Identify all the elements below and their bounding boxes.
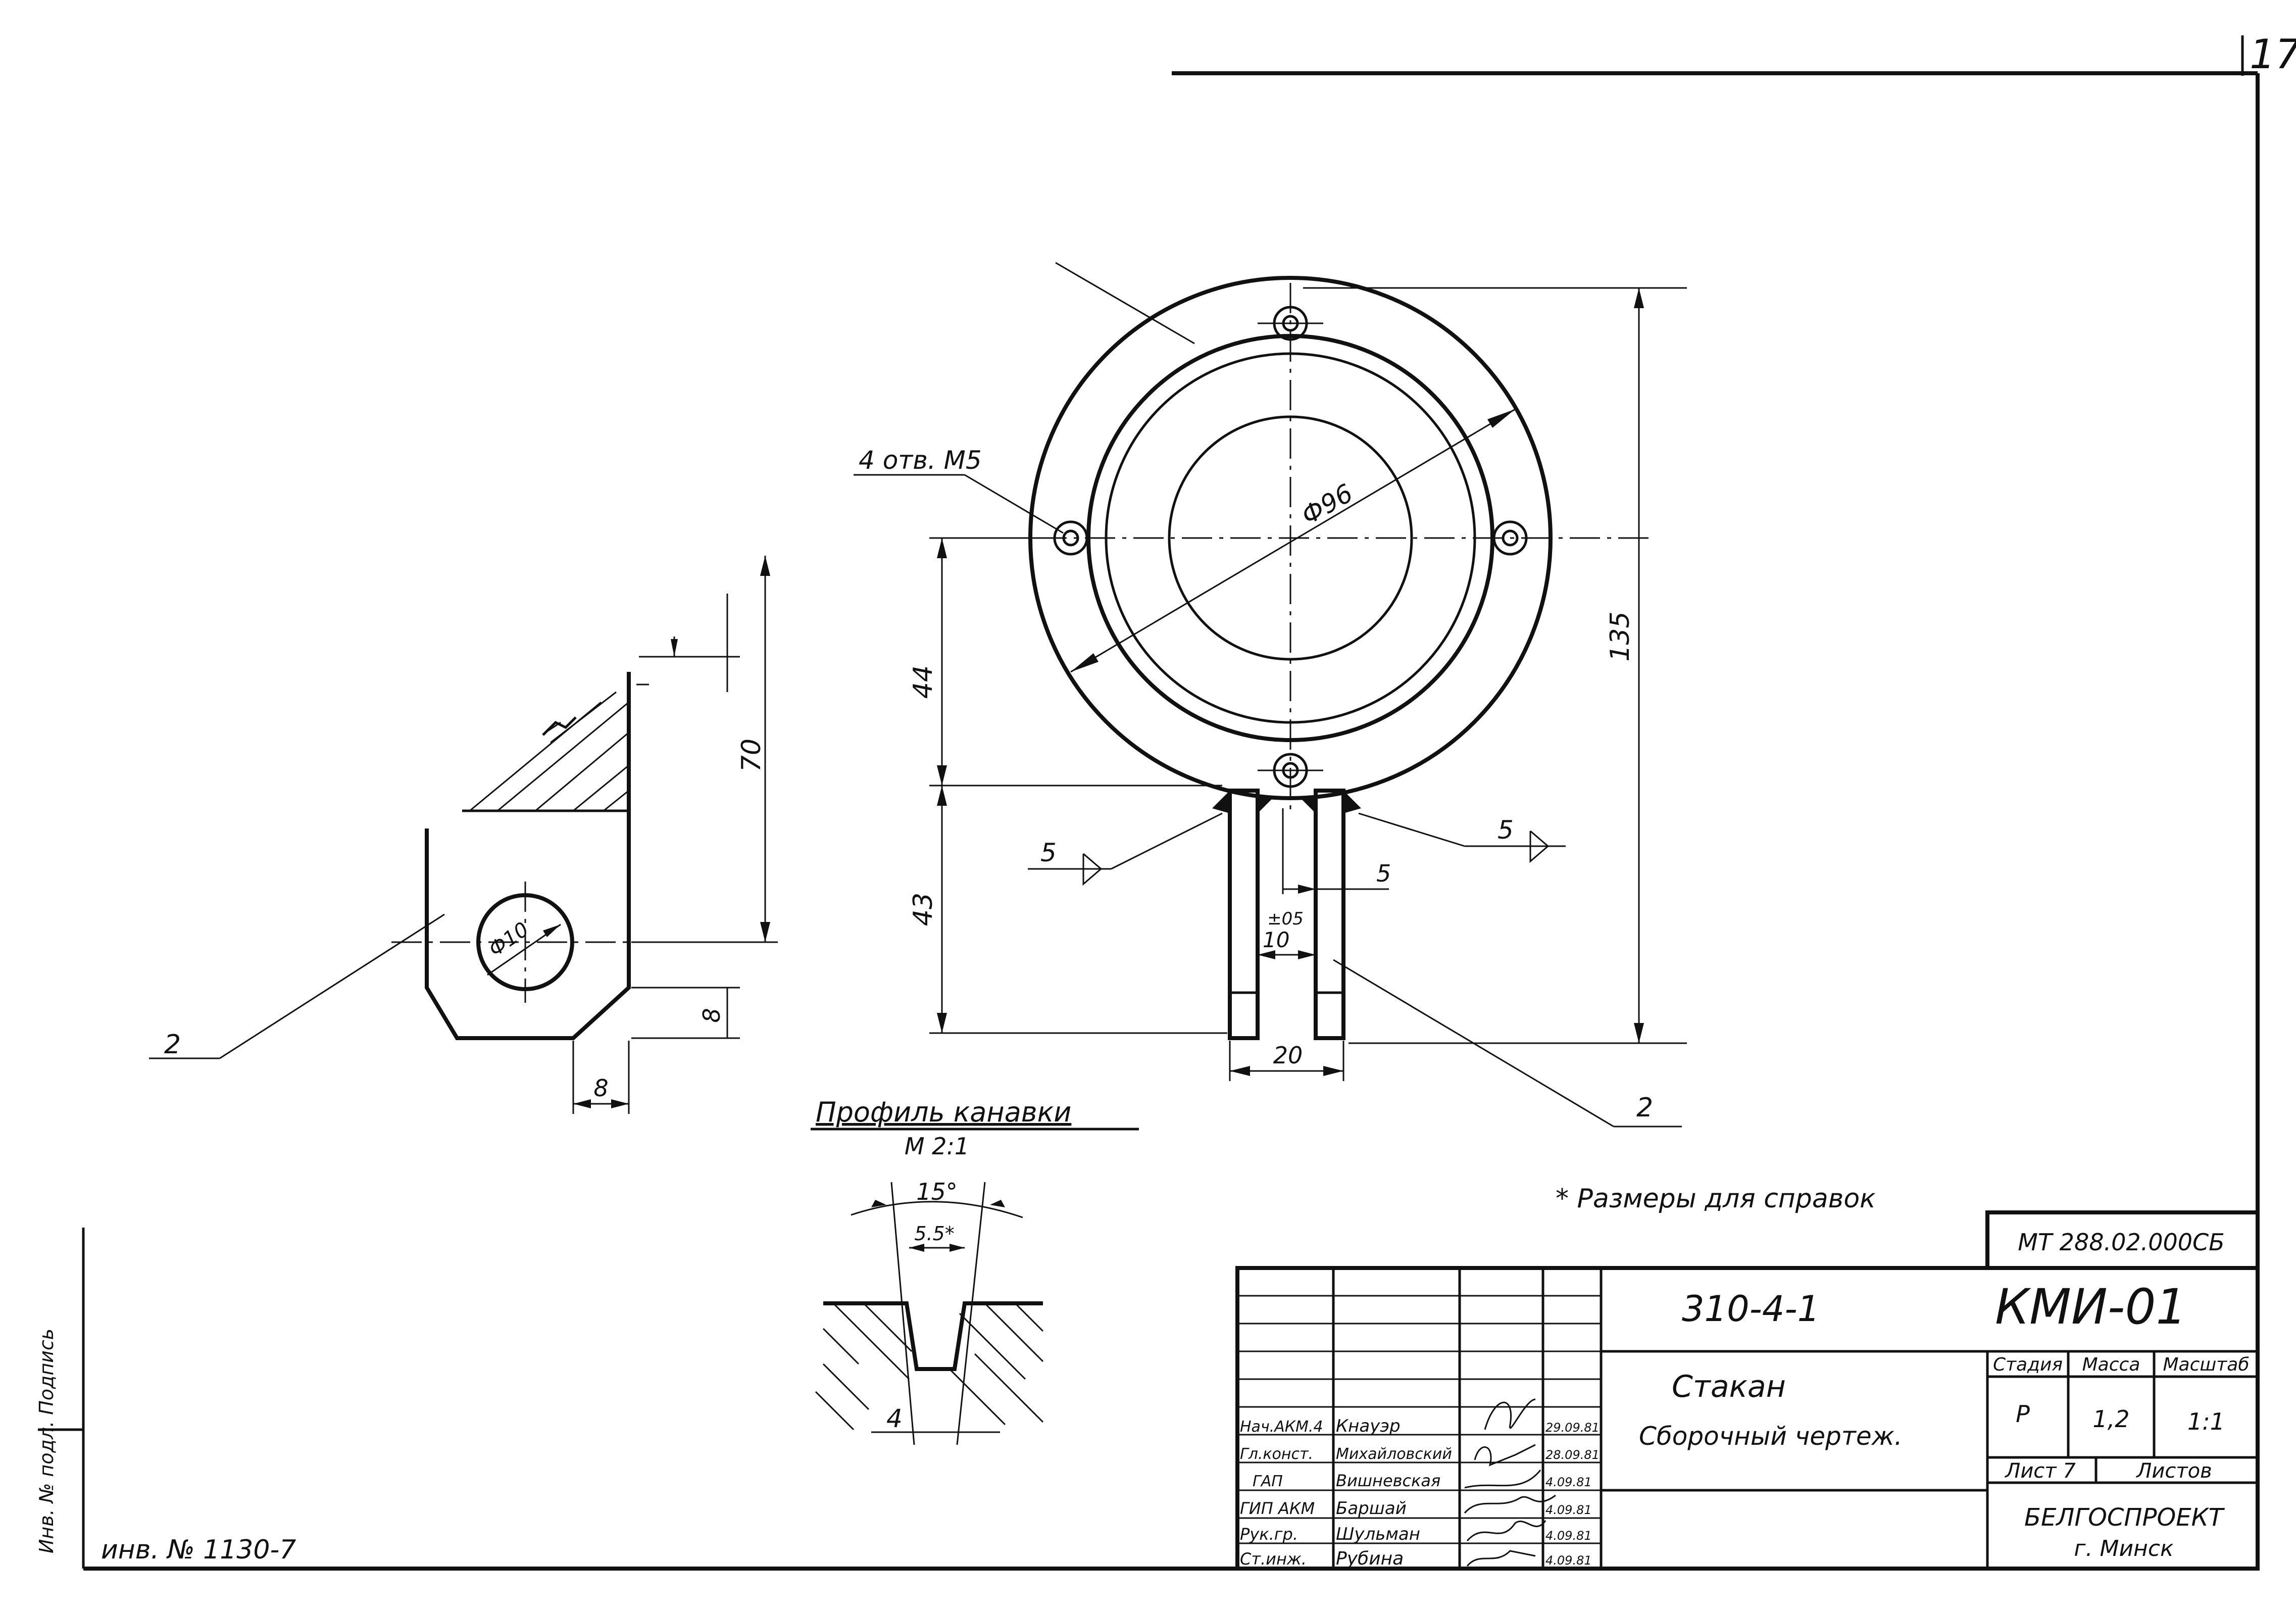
signer-date: 4.09.81 — [1545, 1529, 1592, 1543]
diameter-96-label: Ф96 — [1296, 478, 1358, 531]
tab-plates — [1028, 789, 1682, 1128]
doc-code: МТ 288.02.000СБ — [2018, 1229, 2224, 1256]
signer-name: Рубина — [1336, 1548, 1404, 1569]
tol-05-label: ±05 — [1267, 909, 1304, 929]
sheet-label: Лист 7 — [2004, 1459, 2076, 1483]
designation: КМИ-01 — [1995, 1279, 2187, 1335]
signer-role: ГАП — [1253, 1473, 1283, 1490]
groove-angle: 15° — [916, 1178, 958, 1205]
sheet-frame — [38, 35, 2260, 1571]
signer-date: 28.09.81 — [1545, 1448, 1600, 1462]
groove-width: 5.5* — [914, 1223, 954, 1245]
dim-43-label: 43 — [908, 893, 938, 926]
signer-date: 4.09.81 — [1545, 1553, 1592, 1568]
dim-8-vertical-label: 8 — [698, 1008, 725, 1022]
dim-70-label: 70 — [736, 739, 767, 772]
plate-view — [149, 556, 778, 1114]
signer-date: 4.09.81 — [1545, 1503, 1592, 1517]
title-block — [1235, 1210, 2260, 1571]
signer-name: Михайловский — [1336, 1445, 1452, 1463]
signer-date: 29.09.81 — [1545, 1421, 1600, 1435]
signer-name: Вишневская — [1336, 1471, 1440, 1490]
groove-title: Профиль канавки — [816, 1096, 1071, 1128]
reference-note: * Размеры для справок — [1556, 1184, 1876, 1214]
col-mass: Масса — [2082, 1354, 2140, 1375]
sheet-number: 17 — [2250, 31, 2296, 78]
inventory-number: инв. № 1130-7 — [101, 1535, 296, 1565]
dim-8-horizontal-label: 8 — [593, 1075, 608, 1102]
series: 310-4-1 — [1682, 1288, 1820, 1330]
dim-135-label: 135 — [1605, 611, 1635, 661]
holes-label: 4 отв. M5 — [859, 446, 982, 475]
weld-right-label: 5 — [1498, 815, 1514, 845]
title-name-1: Стакан — [1672, 1369, 1786, 1404]
sheets-label: Листов — [2135, 1459, 2212, 1483]
weld-left-label: 5 — [1040, 838, 1057, 867]
scale-value: 1:1 — [2187, 1408, 2225, 1435]
signer-role: Ст.инж. — [1240, 1549, 1307, 1569]
signatures — [1464, 1398, 1556, 1567]
signer-table: Нач.АКМ.4 Кнауэр 29.09.81 Гл.конст. Миха… — [1240, 1416, 1600, 1569]
dim-5-label: 5 — [1376, 860, 1391, 887]
org-name: БЕЛГОСПРОЕКТ — [2024, 1503, 2225, 1532]
dim-20-label: 20 — [1273, 1042, 1303, 1069]
col-stage: Стадия — [1993, 1354, 2063, 1375]
col-scale: Масштаб — [2163, 1354, 2249, 1375]
main-dimensions — [929, 287, 1687, 1044]
signer-name: Баршай — [1336, 1498, 1407, 1519]
part-2-right-label: 2 — [1636, 1093, 1653, 1123]
signer-name: Шульман — [1336, 1524, 1420, 1544]
part-2-left-label: 2 — [164, 1030, 181, 1060]
mass-value: 1,2 — [2092, 1405, 2129, 1433]
signer-role: ГИП АКМ — [1240, 1499, 1315, 1518]
signer-role: Рук.гр. — [1240, 1525, 1298, 1544]
stage-value: Р — [2016, 1400, 2030, 1428]
groove-depth: 4 — [886, 1404, 903, 1433]
dim-44-label: 44 — [908, 665, 938, 699]
side-stamp: Инв. № подл. Подпись — [35, 1329, 58, 1553]
signer-role: Нач.АКМ.4 — [1240, 1418, 1323, 1436]
signer-name: Кнауэр — [1336, 1416, 1401, 1436]
signer-role: Гл.конст. — [1240, 1445, 1313, 1463]
title-name-2: Сборочный чертеж. — [1639, 1422, 1903, 1451]
signer-date: 4.09.81 — [1545, 1475, 1592, 1489]
dim-10-label: 10 — [1263, 927, 1289, 952]
org-city: г. Минск — [2074, 1536, 2174, 1561]
groove-scale: М 2:1 — [905, 1133, 969, 1160]
groove-profile — [811, 1128, 1139, 1445]
